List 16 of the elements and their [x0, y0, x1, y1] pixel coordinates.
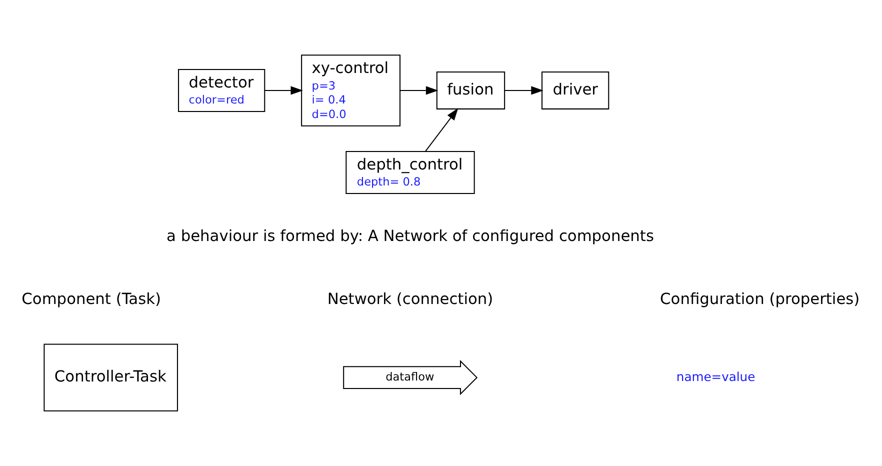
label: name=value: [676, 370, 756, 384]
node-box: Controller-Task: [44, 344, 178, 412]
label: Configuration (properties): [660, 290, 860, 308]
label: Component (Task): [22, 290, 162, 308]
node-box: fusion: [436, 72, 506, 110]
node-box: detector color=red: [178, 68, 266, 112]
arrow: [504, 86, 544, 95]
node-box: xy-control p=3 i= 0.4 d=0.0: [301, 54, 400, 126]
label: Network (connection): [327, 290, 494, 308]
arrow: [264, 86, 304, 95]
arrow: [425, 108, 458, 152]
node-box: driver: [541, 72, 610, 110]
legend-label: dataflow: [386, 370, 434, 384]
arrow: [400, 86, 438, 95]
node-box: depth_control depth= 0.8: [346, 150, 475, 194]
label: a behaviour is formed by: A Network of configured components: [166, 227, 654, 246]
